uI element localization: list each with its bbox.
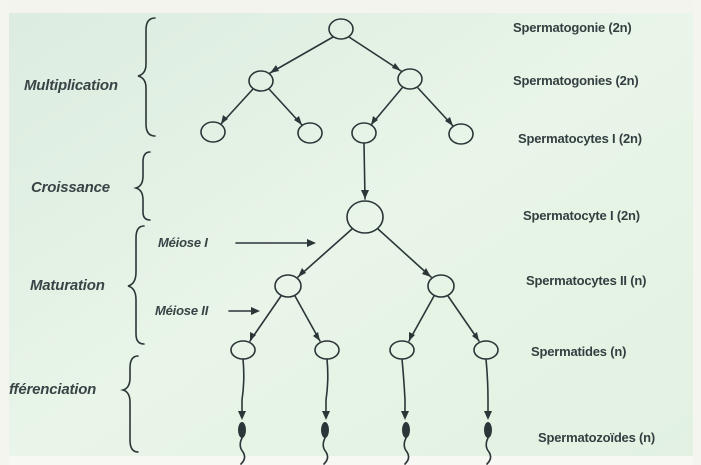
arrowhead-12 bbox=[409, 332, 415, 341]
phase-maturation: Maturation bbox=[30, 277, 105, 294]
transform-line-d bbox=[485, 358, 489, 414]
cell-spermatogonie bbox=[328, 18, 354, 40]
arrow-11 bbox=[294, 295, 321, 342]
screen-surface bbox=[8, 12, 694, 458]
label-spermatides: Spermatides (n) bbox=[531, 344, 627, 359]
meiose2-arrowhead bbox=[251, 307, 260, 315]
cell-spermatocyte1-a bbox=[200, 121, 226, 143]
arrowhead-8 bbox=[298, 268, 306, 277]
screen-top-edge bbox=[0, 0, 701, 13]
arrowhead-2 bbox=[392, 63, 401, 71]
cell-spermatogonies-left bbox=[248, 70, 274, 92]
arrow-1 bbox=[269, 36, 334, 74]
arrowhead-4 bbox=[294, 116, 302, 125]
phase-croissance: Croissance bbox=[31, 179, 110, 196]
spermatozoon-head-b bbox=[321, 422, 329, 438]
transform-arrowhead-b bbox=[322, 411, 330, 420]
brace-differenciation bbox=[120, 355, 139, 453]
arrowhead-9 bbox=[422, 268, 431, 277]
arrowhead-10 bbox=[250, 332, 256, 341]
screen-left-edge bbox=[0, 0, 9, 465]
screen-bottom-edge bbox=[0, 456, 701, 465]
label-meiose-2: Méiose II bbox=[155, 303, 209, 318]
arrowhead-1 bbox=[270, 65, 279, 73]
arrow-2 bbox=[348, 36, 402, 72]
transform-arrowhead-a bbox=[238, 411, 246, 420]
brace-multiplication bbox=[137, 17, 156, 137]
screen-right-edge bbox=[693, 0, 701, 465]
label-spermatocytes-2: Spermatocytes II (n) bbox=[526, 273, 647, 288]
label-spermatogonies: Spermatogonies (2n) bbox=[513, 73, 639, 88]
flagellum-d bbox=[485, 437, 492, 465]
transform-arrowhead-c bbox=[401, 411, 409, 420]
arrow-9 bbox=[377, 228, 432, 278]
label-meiose-1: Méiose I bbox=[158, 235, 208, 250]
brace-croissance bbox=[133, 151, 151, 221]
spermatozoon-head-d bbox=[484, 422, 492, 438]
label-spermatogonie: Spermatogonie (2n) bbox=[513, 20, 632, 35]
arrowhead-3 bbox=[221, 115, 228, 124]
phase-differenciation: fférenciation bbox=[9, 381, 97, 398]
phase-multiplication: Multiplication bbox=[24, 77, 118, 94]
arrowhead-13 bbox=[472, 332, 479, 341]
cell-spermatocyte2-right bbox=[427, 274, 455, 298]
cell-spermatocyte1-grown bbox=[346, 200, 384, 234]
cell-spermatocyte2-left bbox=[274, 274, 302, 298]
transform-line-c bbox=[401, 358, 406, 414]
brace-maturation bbox=[127, 225, 145, 345]
transform-line-a bbox=[241, 358, 245, 414]
label-spermatocytes-1: Spermatocytes I (2n) bbox=[518, 131, 642, 146]
arrowhead-5 bbox=[371, 116, 378, 125]
flagellum-a bbox=[239, 437, 246, 465]
flagellum-c bbox=[403, 437, 410, 465]
cell-spermatocyte1-b bbox=[297, 122, 323, 144]
arrowhead-6 bbox=[445, 117, 453, 126]
transform-arrowhead-d bbox=[484, 411, 492, 420]
label-spermatozoides: Spermatozoïdes (n) bbox=[538, 430, 656, 445]
meiose1-arrowhead bbox=[307, 239, 316, 247]
arrow-12 bbox=[408, 295, 435, 342]
arrow-7 bbox=[363, 142, 366, 200]
arrow-10 bbox=[249, 295, 282, 342]
label-spermatocyte-1: Spermatocyte I (2n) bbox=[523, 208, 640, 223]
arrowhead-7 bbox=[361, 190, 369, 199]
cell-spermatogonies-right bbox=[397, 68, 423, 90]
spermatozoon-head-c bbox=[402, 422, 410, 438]
arrow-13 bbox=[447, 295, 480, 342]
cell-spermatocyte1-d bbox=[448, 123, 474, 145]
arrowhead-11 bbox=[313, 332, 320, 341]
spermatozoon-head-a bbox=[238, 422, 246, 438]
transform-line-b bbox=[325, 358, 329, 414]
flagellum-b bbox=[322, 437, 329, 465]
arrow-8 bbox=[297, 228, 353, 278]
